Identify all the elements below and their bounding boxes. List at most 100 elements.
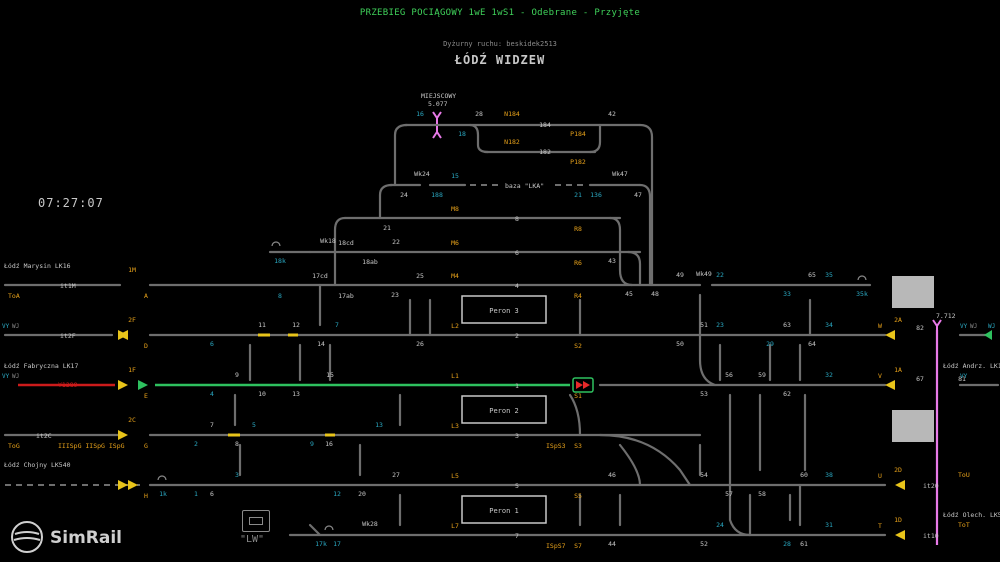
- dispatcher-name: Dyżurny ruchu: beskidek2513: [443, 40, 557, 48]
- dashed-tracks: [5, 184, 585, 536]
- equipment-block: [892, 276, 934, 308]
- point-number: 42: [608, 110, 616, 118]
- point-number: 49: [676, 271, 684, 279]
- edge-label: WJ: [12, 373, 19, 380]
- station-title: ŁÓDŹ WIDZEW: [454, 53, 546, 67]
- switch-label: 17cd: [312, 272, 328, 280]
- route-label: ISpS3: [546, 442, 566, 450]
- segment-number: 1: [194, 490, 198, 498]
- segment-number: 7: [335, 321, 339, 329]
- segment-number: 13: [375, 421, 383, 429]
- segment-number: 21: [574, 191, 582, 199]
- signal-name: L3: [451, 422, 459, 430]
- segment-number: 35k: [856, 290, 868, 298]
- signal-name: S7: [574, 542, 582, 550]
- segment-number: 9: [310, 440, 314, 448]
- point-number: 27: [392, 471, 400, 479]
- signal-h: [118, 480, 128, 490]
- signal-name: R4: [574, 292, 582, 300]
- point-number: 56: [725, 371, 733, 379]
- point-number: 59: [758, 371, 766, 379]
- track-number: 5: [515, 482, 519, 490]
- switch-label: 18ab: [362, 258, 378, 266]
- segment-number: 33: [783, 290, 791, 298]
- segment-number: 38: [825, 471, 833, 479]
- point-number: 16: [325, 440, 333, 448]
- segment-number: 34: [825, 321, 833, 329]
- point-number: 8: [235, 440, 239, 448]
- segment-number: 31: [825, 521, 833, 529]
- line-label: Łódź Olech. LK541: [942, 511, 1000, 519]
- route-label: ToT: [958, 521, 970, 529]
- route-status-banner: PRZEBIEG POCIĄGOWY 1wE 1wS1 - Odebrane -…: [359, 8, 641, 18]
- point-number: 7: [210, 421, 214, 429]
- segment-number: 29: [766, 340, 774, 348]
- platform-3: [461, 295, 547, 324]
- track-number: 8: [515, 215, 519, 223]
- signal-name: L7: [451, 522, 459, 530]
- point-number: 57: [725, 490, 733, 498]
- point-number: 26: [416, 340, 424, 348]
- segment-number: 17: [333, 540, 341, 548]
- signal-name: P184: [570, 130, 586, 138]
- segment-number: 5: [252, 421, 256, 429]
- edge-label: WJ: [988, 323, 995, 330]
- signal-name: P182: [570, 158, 586, 166]
- route-label: ToG: [8, 442, 20, 450]
- signal-1a: [885, 380, 895, 390]
- point-number: 67: [916, 375, 924, 383]
- point-number: 62: [783, 390, 791, 398]
- segment-number: 15: [451, 172, 459, 180]
- brand-name: SimRail: [50, 528, 123, 548]
- line-label: Łódź Andrz. LK17: [942, 362, 1000, 370]
- lw-indicator-icon[interactable]: [242, 510, 270, 532]
- route-label: ISpS7: [546, 542, 566, 550]
- signal-name: R8: [574, 225, 582, 233]
- switch-label: 17ab: [338, 292, 354, 300]
- signal-name: N182: [504, 138, 520, 146]
- signal-name: 1A: [894, 366, 902, 374]
- point-number: 65: [808, 271, 816, 279]
- track-lines: [3, 123, 1000, 537]
- signal-name: H: [144, 492, 148, 500]
- point-number: 48: [651, 290, 659, 298]
- signal-name: T: [878, 522, 882, 530]
- signal-heads[interactable]: [118, 330, 992, 540]
- signal-name: L1: [451, 372, 459, 380]
- track-number: 3: [515, 432, 519, 440]
- signal-name: E: [144, 392, 148, 400]
- right-km: 7.712: [936, 312, 956, 320]
- baza-label: baza "LKA": [505, 182, 544, 190]
- signal-name: M4: [451, 272, 459, 280]
- point-number: 20: [358, 490, 366, 498]
- segment-number: 188: [431, 191, 443, 199]
- signal-name: S5: [574, 492, 582, 500]
- signal-name: S1: [574, 392, 582, 400]
- signal-name: 2C: [128, 416, 136, 424]
- segment-number: 1k: [159, 490, 167, 498]
- signal-name: U: [878, 472, 882, 480]
- signal-name: N184: [504, 110, 520, 118]
- point-number: 24: [400, 191, 408, 199]
- switch-label: Wk24: [414, 170, 430, 178]
- signal-name: 2F: [128, 316, 136, 324]
- miejscowy-label: MIEJSCOWY: [421, 92, 456, 100]
- point-number: 51: [700, 321, 708, 329]
- point-number: 82: [916, 324, 924, 332]
- point-number: 14: [317, 340, 325, 348]
- point-number: 46: [608, 471, 616, 479]
- point-number: 25: [416, 272, 424, 280]
- signal-name: M6: [451, 239, 459, 247]
- point-number: 182: [539, 148, 551, 156]
- segment-number: 24: [716, 521, 724, 529]
- point-number: 11: [258, 321, 266, 329]
- edge-label: VY: [2, 323, 10, 330]
- segment-number: 28: [783, 540, 791, 548]
- segment-number: 3: [235, 471, 239, 479]
- segment-number: 32: [825, 371, 833, 379]
- segment-number: 35: [825, 271, 833, 279]
- point-number: 52: [700, 540, 708, 548]
- segment-number: 17k: [315, 540, 327, 548]
- lw-label: "LW": [240, 534, 265, 545]
